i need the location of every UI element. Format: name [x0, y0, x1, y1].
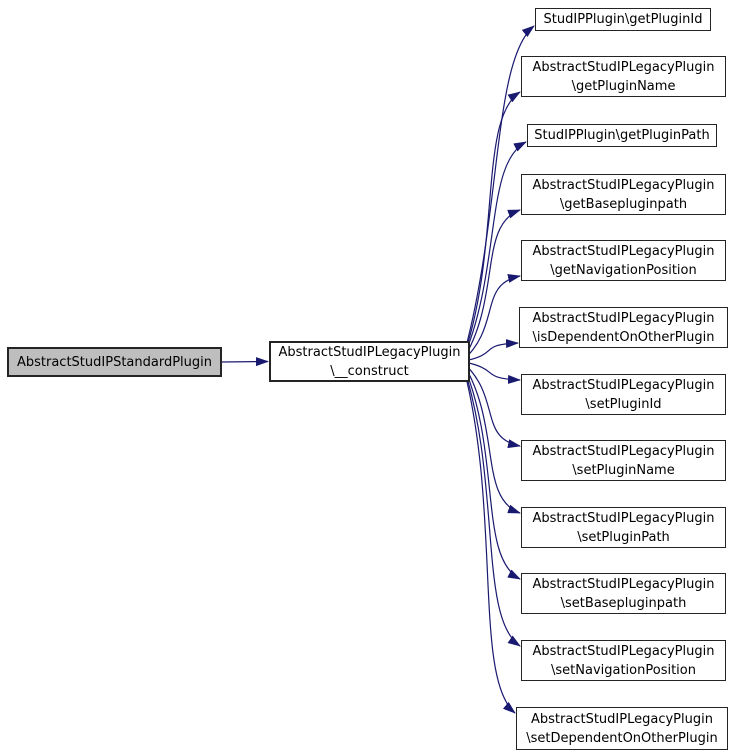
graph-node-n6[interactable]: AbstractStudIPLegacyPlugin \getNavigation… [521, 240, 726, 281]
node-label-line: AbstractStudIPLegacyPlugin [532, 643, 715, 659]
graph-node-n3[interactable]: AbstractStudIPLegacyPlugin \getPluginName [521, 56, 726, 97]
node-label-line: \isDependentOnOtherPlugin [532, 329, 715, 345]
node-label-line: AbstractStudIPLegacyPlugin [532, 510, 715, 526]
graph-node-n7[interactable]: AbstractStudIPLegacyPlugin \isDependentOn… [519, 307, 728, 348]
node-label-line: StudIPPlugin\getPluginId [543, 12, 703, 27]
node-label-line: AbstractStudIPLegacyPlugin [532, 177, 715, 193]
graph-node-n11[interactable]: AbstractStudIPLegacyPlugin \setBaseplugin… [521, 573, 726, 614]
node-label-line: AbstractStudIPLegacyPlugin [532, 59, 715, 75]
node-label-line: AbstractStudIPLegacyPlugin [532, 443, 715, 459]
call-edge [461, 360, 521, 384]
call-edge [461, 361, 521, 647]
graph-node-n0[interactable]: AbstractStudIPStandardPlugin [7, 347, 222, 377]
call-edge [461, 141, 527, 362]
call-edge [461, 274, 521, 362]
node-label-line: AbstractStudIPLegacyPlugin [532, 243, 715, 259]
call-edge [461, 361, 516, 714]
node-label-line: AbstractStudIPLegacyPlugin [532, 576, 715, 592]
node-label-line: \setPluginName [572, 462, 675, 478]
graph-node-n9[interactable]: AbstractStudIPLegacyPlugin \setPluginName [521, 440, 726, 481]
node-label-line: \getNavigationPosition [550, 262, 697, 278]
node-label-line: \setBasepluginpath [560, 595, 687, 611]
graph-node-n10[interactable]: AbstractStudIPLegacyPlugin \setPluginPath [521, 507, 726, 548]
call-edge [461, 25, 535, 362]
node-label-line: StudIPPlugin\getPluginPath [534, 128, 710, 143]
call-edge [461, 361, 521, 580]
node-label-line: \getPluginName [571, 78, 676, 94]
node-label-line: AbstractStudIPLegacyPlugin [532, 310, 715, 326]
node-label-line: \setDependentOnOtherPlugin [526, 730, 718, 746]
node-label-line: \setPluginId [585, 396, 662, 412]
call-edge [221, 357, 269, 367]
graph-node-n8[interactable]: AbstractStudIPLegacyPlugin \setPluginId [521, 374, 726, 415]
node-label-line: \setNavigationPosition [551, 662, 696, 678]
node-label-line: \__construct [330, 363, 409, 379]
graph-node-n5[interactable]: AbstractStudIPLegacyPlugin \getBaseplugin… [521, 174, 726, 215]
node-label-line: \getBasepluginpath [559, 196, 688, 212]
call-edge [461, 209, 521, 362]
call-edge [461, 339, 519, 363]
node-label-line: \setPluginPath [577, 529, 670, 545]
graph-node-n1[interactable]: AbstractStudIPLegacyPlugin \__construct [269, 341, 470, 382]
graph-node-n4[interactable]: StudIPPlugin\getPluginPath [527, 124, 717, 147]
call-edge [461, 361, 521, 449]
node-label-line: AbstractStudIPLegacyPlugin [531, 711, 713, 727]
call-edge [461, 91, 521, 362]
graph-node-n13[interactable]: AbstractStudIPLegacyPlugin \setDependentO… [516, 707, 728, 750]
node-label-line: AbstractStudIPLegacyPlugin [278, 344, 461, 360]
node-label-line: AbstractStudIPLegacyPlugin [532, 377, 715, 393]
graph-node-n12[interactable]: AbstractStudIPLegacyPlugin \setNavigation… [521, 640, 726, 681]
call-edge [461, 361, 521, 514]
node-label-line: AbstractStudIPStandardPlugin [16, 354, 213, 370]
graph-node-n2[interactable]: StudIPPlugin\getPluginId [535, 8, 711, 31]
